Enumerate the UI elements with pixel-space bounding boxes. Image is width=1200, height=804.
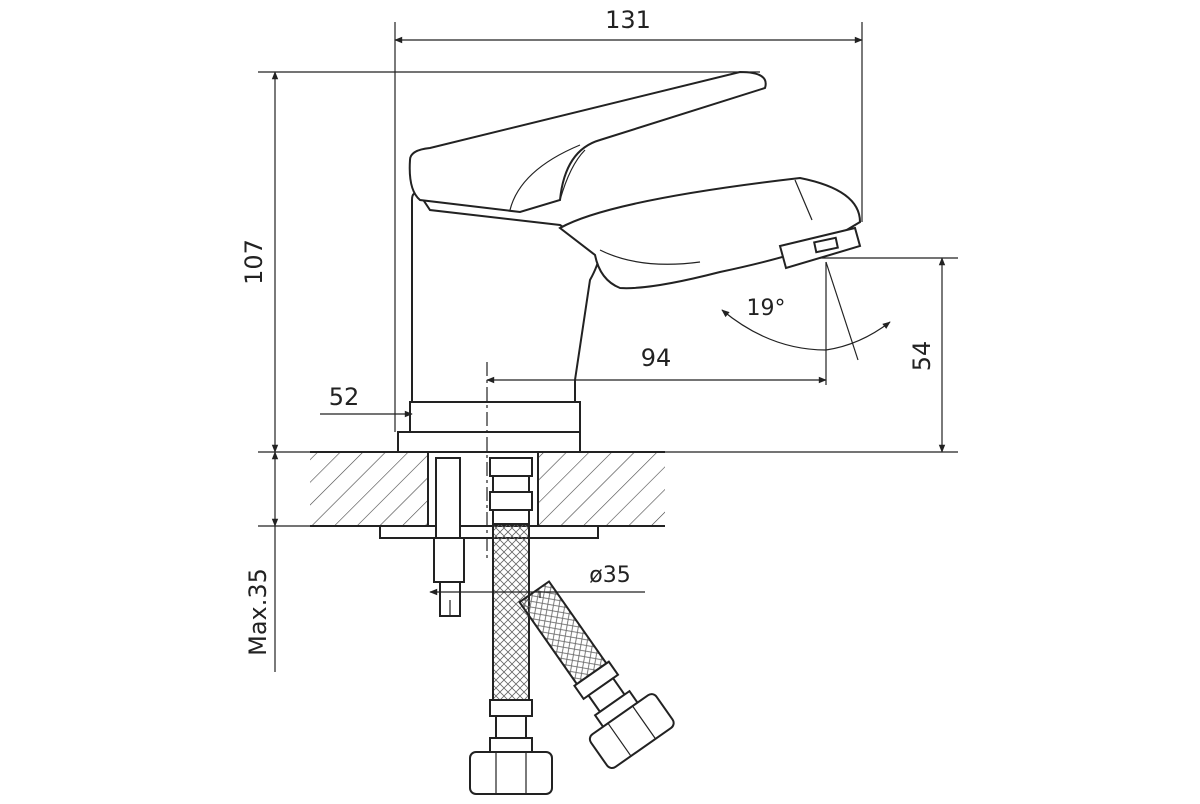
dim-overall-height: 107 xyxy=(240,239,268,285)
dim-max-thickness: Max.35 xyxy=(244,568,272,656)
dim-spout-reach: 94 xyxy=(641,344,672,372)
dimension-lines xyxy=(258,22,958,672)
flexible-hose-angled xyxy=(518,580,675,770)
dim-spout-height: 54 xyxy=(908,341,936,372)
dim-base-offset: 52 xyxy=(329,383,360,411)
aerator xyxy=(778,226,862,270)
dim-mount-hole: ø35 xyxy=(589,563,630,588)
dim-spout-angle: 19° xyxy=(747,296,786,321)
faucet-spout xyxy=(558,176,862,290)
handle-lever[interactable] xyxy=(408,70,767,214)
mounting-stud xyxy=(433,457,465,617)
dim-overall-width: 131 xyxy=(605,6,651,34)
mounting-plate xyxy=(379,525,599,539)
flexible-hose-vertical xyxy=(469,457,553,795)
faucet-base xyxy=(397,401,581,453)
